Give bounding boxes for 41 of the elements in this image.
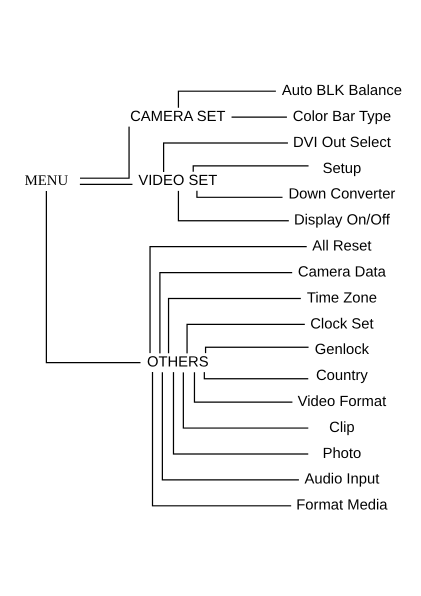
- connector: [194, 372, 292, 402]
- connector: [204, 372, 308, 379]
- node-text: Time Zone: [306, 290, 378, 306]
- connector: [80, 126, 130, 178]
- node-text: Camera Data: [298, 264, 386, 280]
- node-text: OTHERS: [146, 354, 209, 370]
- connector: [192, 164, 309, 172]
- connector: [178, 190, 289, 221]
- node-text: Setup: [322, 160, 362, 176]
- node-text: Genlock: [314, 342, 370, 358]
- connector: [149, 246, 307, 353]
- connector: [178, 90, 276, 108]
- connector: [163, 142, 288, 172]
- connector: [46, 190, 140, 363]
- node-text: Clock Set: [310, 316, 374, 332]
- connector: [186, 323, 305, 353]
- connector: [159, 271, 292, 353]
- node-text: CAMERA SET: [130, 108, 226, 124]
- node-text: MENU: [24, 172, 68, 189]
- node-text: All Reset: [312, 238, 372, 254]
- connector: [80, 183, 132, 184]
- connector: [232, 116, 287, 118]
- connector: [168, 297, 301, 353]
- node-text: Country: [316, 368, 368, 384]
- connector: [152, 372, 292, 506]
- node-text: Clip: [329, 419, 355, 436]
- node-text: Auto BLK Balance: [282, 82, 402, 99]
- node-text: Format Media: [296, 497, 388, 514]
- node-text: Video Format: [298, 393, 386, 410]
- connector: [196, 190, 283, 198]
- node-text: Display On/Off: [294, 212, 390, 228]
- node-text: Photo: [322, 445, 362, 462]
- node-text: Audio Input: [304, 471, 380, 488]
- node-text: Color Bar Type: [292, 108, 392, 124]
- connector: [172, 372, 308, 454]
- connector: [162, 372, 299, 480]
- node-text: VIDEO SET: [138, 172, 218, 189]
- connector: [182, 372, 308, 428]
- node-text: DVI Out Select: [292, 134, 391, 150]
- connector: [204, 346, 309, 353]
- node-text: Down Converter: [288, 186, 396, 202]
